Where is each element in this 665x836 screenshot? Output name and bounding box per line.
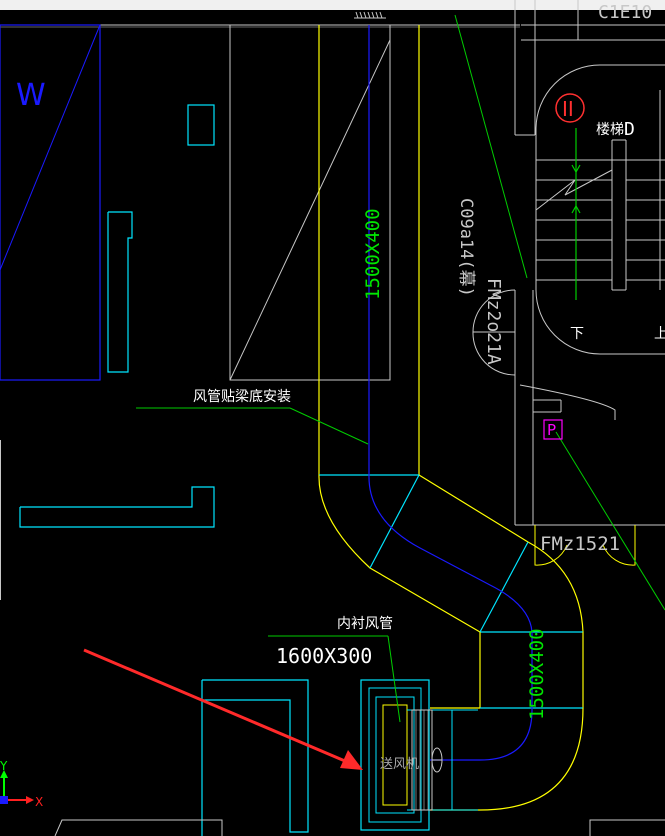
cyan-small-box	[187, 104, 215, 146]
stair-down-label: 下	[570, 326, 584, 342]
p-marker-label: P	[547, 421, 556, 439]
left-equipment-block	[0, 24, 101, 381]
stair-outline	[519, 64, 665, 420]
top-hatch-symbol	[354, 11, 386, 19]
door-b-label: FMz1521	[540, 533, 620, 555]
stair-direction-arrow	[571, 128, 581, 300]
p-marker-box	[543, 419, 563, 440]
green-leader-lines	[454, 14, 665, 611]
stair-suffix-label: D	[624, 119, 635, 140]
bottom-wall-lines	[54, 819, 665, 836]
lined-duct-size-label: 1600X300	[276, 644, 372, 668]
lined-duct-leader	[268, 635, 401, 723]
w-mark-label: W	[16, 78, 46, 113]
duct-elbow-upper	[318, 474, 584, 633]
vertical-duct-size-label: 1500X400	[362, 208, 384, 300]
cyan-beam-outline	[19, 486, 215, 528]
axis-marker-label: II	[562, 97, 574, 121]
axis-marker-circle	[555, 93, 585, 123]
stair-up-label: 上	[654, 326, 665, 342]
lower-duct-size-label: 1500X400	[526, 628, 548, 720]
ucs-axis-icon	[0, 770, 34, 804]
axis-x-label: X	[35, 795, 43, 809]
door-a-label: FMz2o21A	[483, 278, 504, 365]
beam-install-note: 风管贴梁底安装	[193, 389, 291, 405]
right-wall-structure	[514, 0, 665, 526]
door-swing-b	[534, 525, 636, 566]
stair-label: 楼梯	[596, 122, 624, 138]
red-pointer-arrow	[83, 648, 363, 770]
supply-fan-label: 送风机	[380, 757, 419, 772]
door-swing-a	[472, 289, 516, 376]
gray-shaft	[229, 24, 391, 381]
axis-y-label: Y	[0, 759, 8, 773]
lined-duct-label: 内衬风管	[337, 616, 393, 632]
duct-elbow-lower	[430, 632, 584, 811]
window-code-label: C09a14(幕)	[456, 198, 476, 297]
window-top-strip	[0, 0, 665, 10]
cyan-column-outline	[107, 211, 133, 373]
beam-note-leader	[136, 407, 369, 445]
top-right-code-label: C1E10	[598, 2, 652, 23]
